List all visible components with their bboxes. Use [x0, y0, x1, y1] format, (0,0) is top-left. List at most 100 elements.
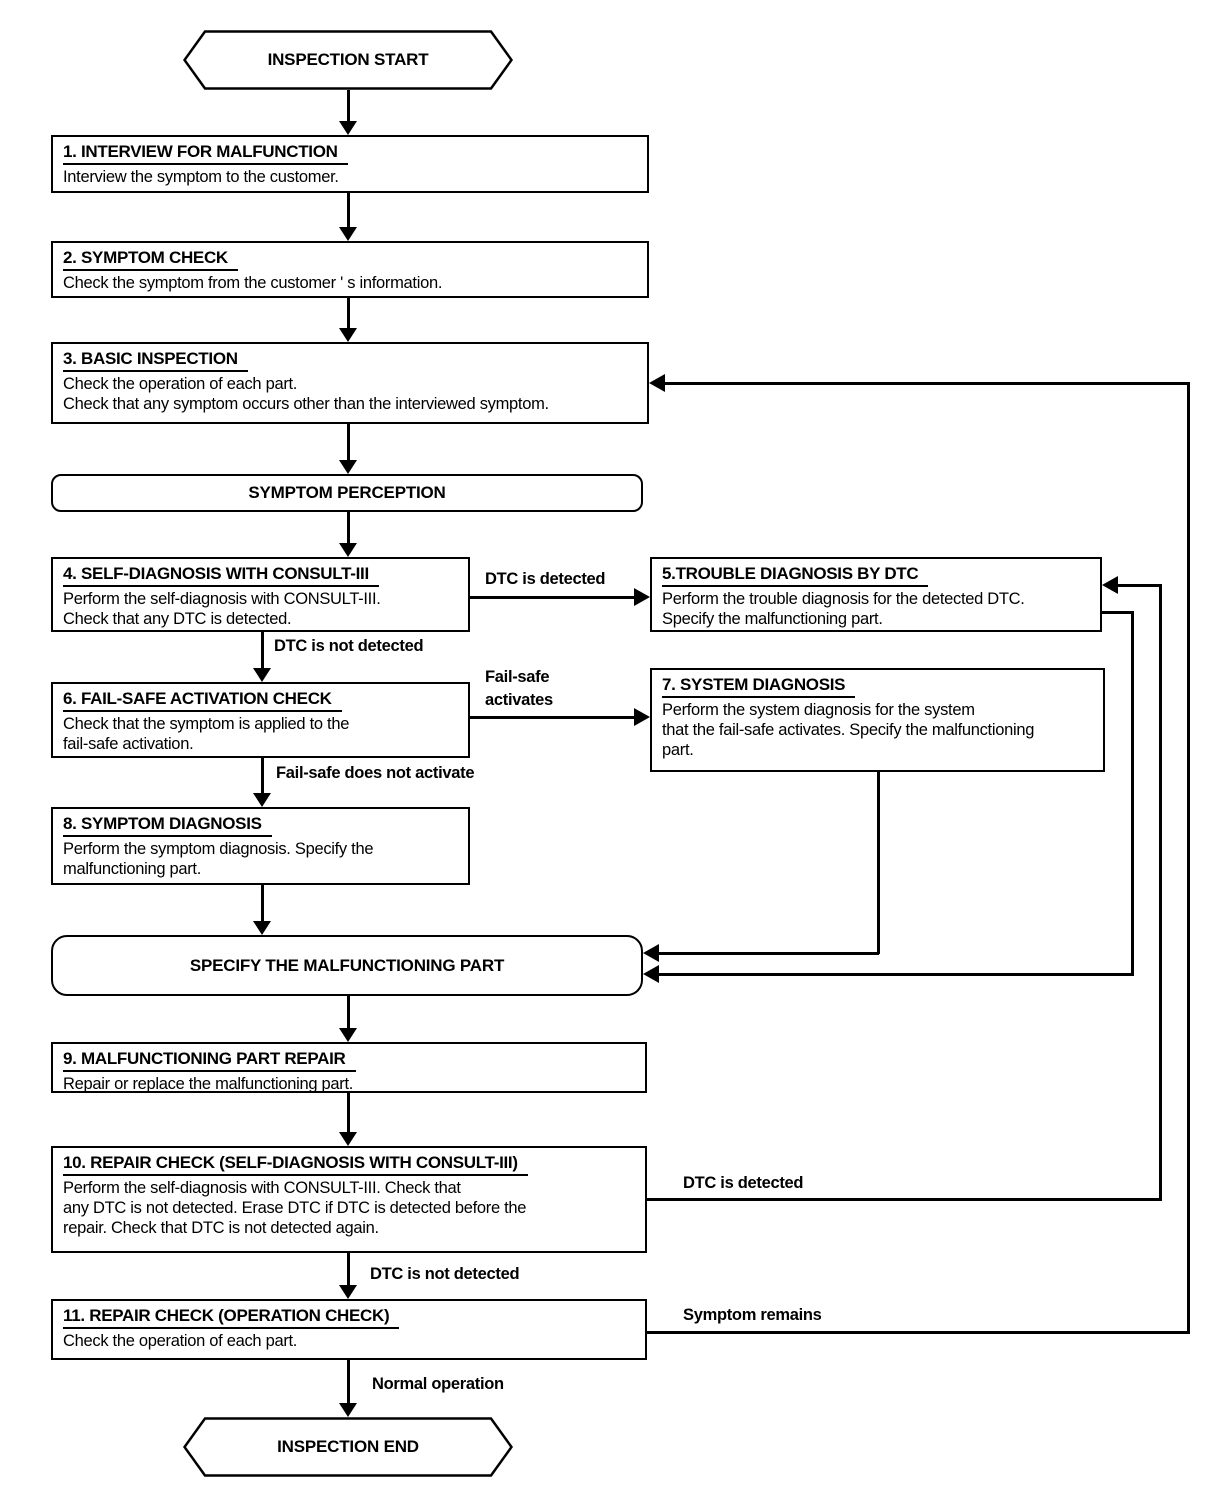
terminator-label: INSPECTION START	[267, 50, 429, 69]
line-step7-to-specify	[876, 772, 880, 954]
arrowhead-down-icon	[339, 1285, 357, 1299]
milestone-label: SPECIFY THE MALFUNCTIONING PART	[189, 955, 505, 975]
line-step5-to-specify	[1102, 610, 1134, 614]
arrowhead-down-icon	[339, 460, 357, 474]
terminator-label: INSPECTION END	[277, 1437, 419, 1456]
step-3-text: Check the operation of each part.	[63, 375, 298, 393]
step-3-basic-inspection-box: 3. BASIC INSPECTION Check the operation …	[51, 342, 649, 424]
step-8-text: malfunctioning part.	[63, 860, 201, 878]
step-10-title: 10. REPAIR CHECK (SELF-DIAGNOSIS WITH CO…	[63, 1153, 528, 1176]
step-4-text: Check that any DTC is detected.	[63, 610, 292, 628]
milestone-symptom-perception: SYMPTOM PERCEPTION	[51, 474, 643, 512]
line-step7-to-specify	[658, 951, 879, 955]
milestone-specify-malfunctioning-part: SPECIFY THE MALFUNCTIONING PART	[51, 935, 643, 996]
step-10-text: repair. Check that DTC is not detected a…	[63, 1219, 379, 1237]
step-11-text: Check the operation of each part.	[63, 1332, 298, 1350]
arrowhead-down-icon	[339, 1028, 357, 1042]
step-4-text: Perform the self-diagnosis with CONSULT-…	[63, 590, 381, 608]
arrowhead-left-icon	[643, 965, 659, 983]
arrowhead-right-icon	[634, 708, 650, 726]
arrowhead-down-icon	[339, 543, 357, 557]
step-7-system-diagnosis-box: 7. SYSTEM DIAGNOSIS Perform the system d…	[650, 668, 1105, 772]
step-1-interview-box: 1. INTERVIEW FOR MALFUNCTION Interview t…	[51, 135, 649, 193]
hexagon-shape-icon	[183, 1417, 513, 1477]
step-6-title: 6. FAIL-SAFE ACTIVATION CHECK	[63, 689, 342, 712]
step-5-title: 5.TROUBLE DIAGNOSIS BY DTC	[662, 564, 929, 587]
arrow-line-step6-to-step8	[260, 758, 264, 793]
milestone-label: SYMPTOM PERCEPTION	[248, 483, 446, 502]
step-2-text: Check the symptom from the customer ' s …	[63, 274, 443, 292]
step-10-text: any DTC is not detected. Erase DTC if DT…	[63, 1199, 527, 1217]
arrowhead-right-icon	[634, 588, 650, 606]
step-8-title: 8. SYMPTOM DIAGNOSIS	[63, 814, 272, 837]
arrow-line-symptom-perception-to-step4	[346, 512, 350, 543]
step-7-title: 7. SYSTEM DIAGNOSIS	[662, 675, 856, 698]
arrow-line-step4-to-step5	[470, 595, 635, 599]
arrow-line-step3-to-symptom-perception	[346, 424, 350, 460]
step-10-repair-check-consult-box: 10. REPAIR CHECK (SELF-DIAGNOSIS WITH CO…	[51, 1146, 647, 1253]
arrowhead-down-icon	[339, 1132, 357, 1146]
edge-label-fail-safe-activates: activates	[485, 691, 553, 709]
step-3-title: 3. BASIC INSPECTION	[63, 349, 248, 372]
feedback-line-step11-to-step3	[647, 1330, 1190, 1334]
feedback-line-step11-to-step3	[1186, 381, 1190, 1333]
step-8-text: Perform the symptom diagnosis. Specify t…	[63, 840, 374, 858]
arrowhead-down-icon	[339, 227, 357, 241]
step-11-title: 11. REPAIR CHECK (OPERATION CHECK)	[63, 1306, 400, 1329]
step-10-text: Perform the self-diagnosis with CONSULT-…	[63, 1179, 461, 1197]
arrow-line-step10-to-step11	[346, 1253, 350, 1285]
feedback-line-step10-to-step5	[647, 1197, 1162, 1201]
arrow-line-step8-to-specify	[260, 885, 264, 921]
hexagon-shape-icon	[183, 30, 513, 90]
arrowhead-left-icon	[1102, 576, 1118, 594]
arrow-line-step1-to-step2	[346, 193, 350, 227]
edge-label-symptom-remains: Symptom remains	[683, 1306, 822, 1324]
step-6-text: Check that the symptom is applied to the	[63, 715, 350, 733]
step-7-text: part.	[662, 741, 694, 759]
arrowhead-down-icon	[339, 121, 357, 135]
edge-label-normal-operation: Normal operation	[372, 1375, 504, 1393]
arrowhead-left-icon	[643, 944, 659, 962]
arrow-line-step6-to-step7	[470, 715, 635, 719]
edge-label-fail-safe-does-not-activate: Fail-safe does not activate	[276, 764, 475, 782]
step-1-title: 1. INTERVIEW FOR MALFUNCTION	[63, 142, 348, 165]
edge-label-dtc-detected: DTC is detected	[485, 570, 606, 588]
step-9-title: 9. MALFUNCTIONING PART REPAIR	[63, 1049, 356, 1072]
arrow-line-step9-to-step10	[346, 1093, 350, 1132]
step-5-text: Perform the trouble diagnosis for the de…	[662, 590, 1025, 608]
step-5-text: Specify the malfunctioning part.	[662, 610, 883, 628]
terminator-inspection-end: INSPECTION END	[183, 1417, 513, 1477]
edge-label-dtc-not-detected: DTC is not detected	[370, 1265, 520, 1283]
feedback-line-step10-to-step5	[1117, 583, 1162, 587]
arrow-line-step4-to-step6	[260, 632, 264, 668]
feedback-line-step11-to-step3	[664, 381, 1190, 385]
arrowhead-down-icon	[253, 793, 271, 807]
step-6-fail-safe-check-box: 6. FAIL-SAFE ACTIVATION CHECK Check that…	[51, 682, 470, 758]
step-3-text: Check that any symptom occurs other than…	[63, 395, 549, 413]
edge-label-fail-safe-activates: Fail-safe	[485, 668, 550, 686]
step-4-self-diagnosis-box: 4. SELF-DIAGNOSIS WITH CONSULT-III Perfo…	[51, 557, 470, 632]
arrow-line-step2-to-step3	[346, 298, 350, 328]
arrowhead-down-icon	[253, 668, 271, 682]
arrowhead-left-icon	[649, 374, 665, 392]
step-5-trouble-diagnosis-box: 5.TROUBLE DIAGNOSIS BY DTC Perform the t…	[650, 557, 1102, 632]
arrowhead-down-icon	[253, 921, 271, 935]
step-9-part-repair-box: 9. MALFUNCTIONING PART REPAIR Repair or …	[51, 1042, 647, 1093]
step-8-symptom-diagnosis-box: 8. SYMPTOM DIAGNOSIS Perform the symptom…	[51, 807, 470, 885]
step-7-text: Perform the system diagnosis for the sys…	[662, 701, 975, 719]
step-11-repair-check-operation-box: 11. REPAIR CHECK (OPERATION CHECK) Check…	[51, 1299, 647, 1360]
line-step5-to-specify	[1130, 610, 1134, 976]
line-step5-to-specify	[658, 972, 1134, 976]
arrow-line-step11-to-end	[346, 1360, 350, 1403]
arrow-line-specify-to-step9	[346, 996, 350, 1028]
step-7-text: that the fail-safe activates. Specify th…	[662, 721, 1035, 739]
feedback-line-step10-to-step5	[1158, 583, 1162, 1200]
step-9-text: Repair or replace the malfunctioning par…	[63, 1075, 354, 1093]
arrow-line-start-to-step1	[346, 90, 350, 121]
step-2-symptom-check-box: 2. SYMPTOM CHECK Check the symptom from …	[51, 241, 649, 298]
step-6-text: fail-safe activation.	[63, 735, 194, 753]
arrowhead-down-icon	[339, 1403, 357, 1417]
step-4-title: 4. SELF-DIAGNOSIS WITH CONSULT-III	[63, 564, 379, 587]
edge-label-dtc-not-detected: DTC is not detected	[274, 637, 424, 655]
